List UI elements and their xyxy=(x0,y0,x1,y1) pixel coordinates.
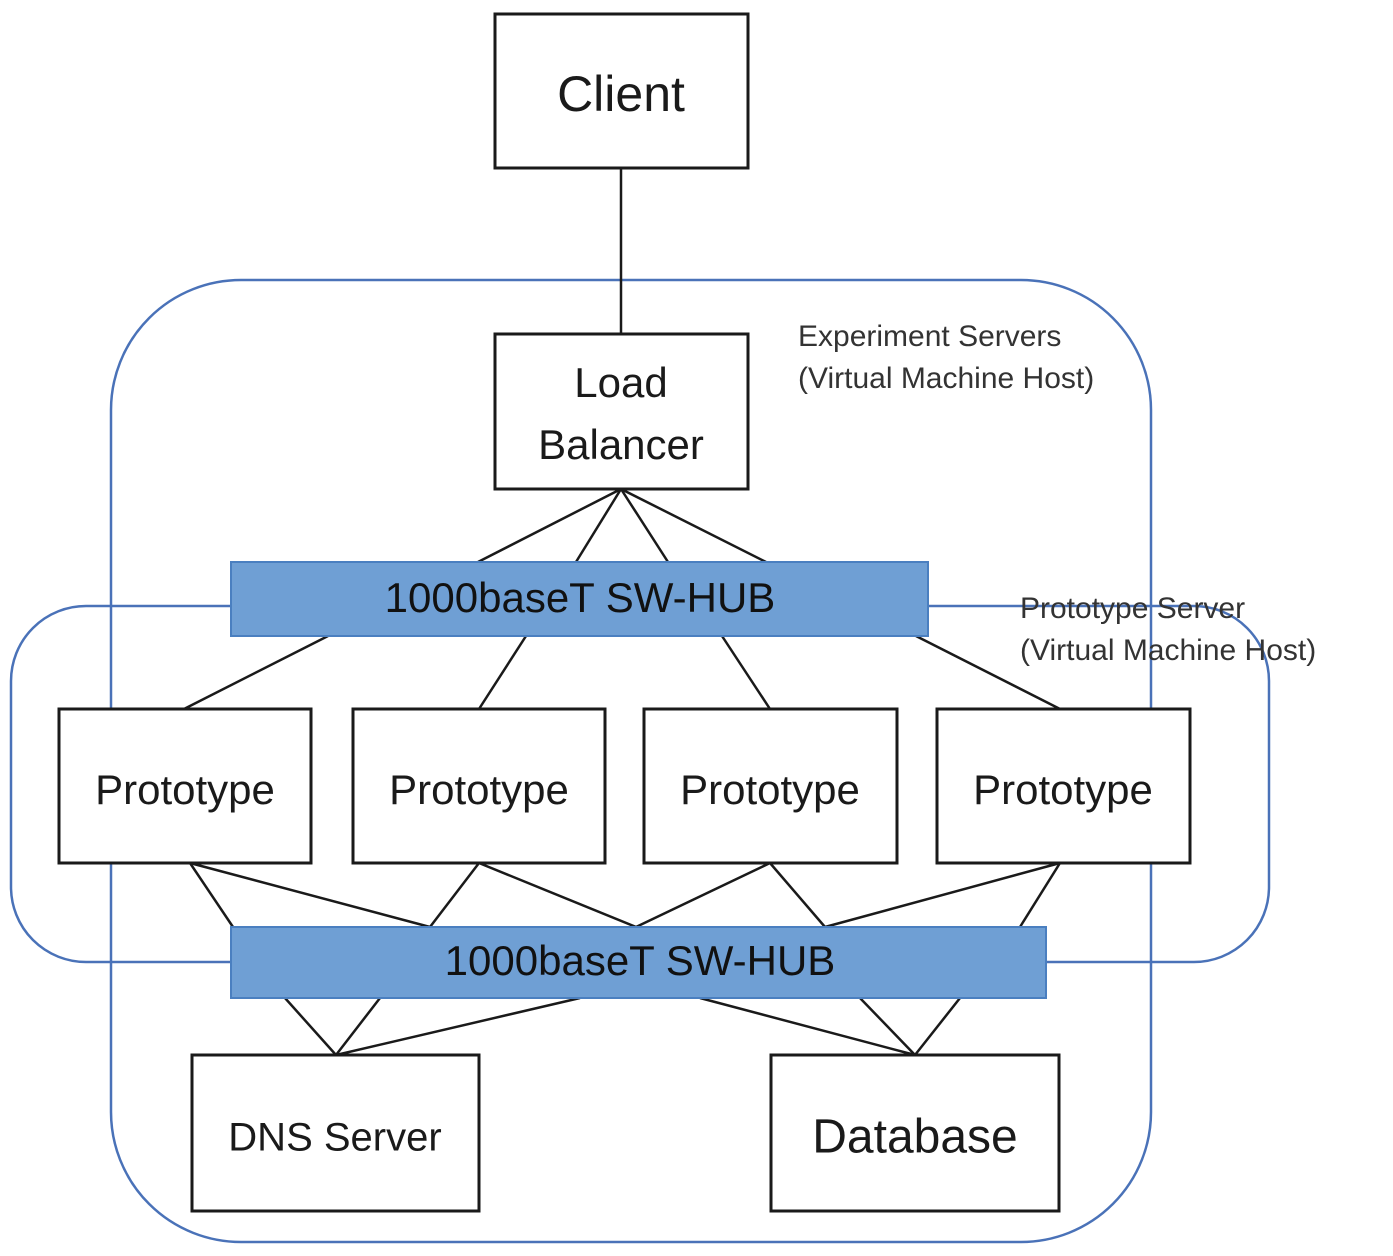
prototype-1-label: Prototype xyxy=(95,766,275,813)
database-node: Database xyxy=(769,1053,1061,1213)
prototype-node-3: Prototype xyxy=(642,707,899,865)
prototype-3-label: Prototype xyxy=(680,766,860,813)
connections xyxy=(183,168,1062,1057)
link-lowerhub-database xyxy=(859,997,916,1056)
link-hub-prototype-4 xyxy=(915,634,1061,711)
lower-sw-hub: 1000baseT SW-HUB xyxy=(230,926,1047,999)
dns-server-node: DNS Server xyxy=(190,1053,481,1213)
link-prototype-lowerhub xyxy=(189,861,431,929)
link-lowerhub-database xyxy=(699,996,916,1057)
link-prototype-lowerhub xyxy=(769,862,826,928)
database-label: Database xyxy=(812,1111,1017,1164)
prototype-node-2: Prototype xyxy=(351,707,607,865)
prototype-node-4: Prototype xyxy=(935,707,1192,865)
link-prototype-lowerhub xyxy=(1018,862,1062,928)
client-node: Client xyxy=(493,12,750,170)
lower-hub-label: 1000baseT SW-HUB xyxy=(445,937,836,984)
link-prototype-lowerhub xyxy=(429,862,480,928)
link-loadbalancer-hub xyxy=(620,487,767,564)
link-lowerhub-dns xyxy=(335,996,581,1057)
upper-hub-label: 1000baseT SW-HUB xyxy=(385,574,776,621)
prototype-4-label: Prototype xyxy=(973,766,1153,813)
link-prototype-lowerhub xyxy=(824,861,1061,929)
prototype-node-1: Prototype xyxy=(57,707,313,865)
load-balancer-node: Load Balancer xyxy=(493,332,750,491)
upper-sw-hub: 1000baseT SW-HUB xyxy=(230,561,929,637)
link-hub-prototype-2 xyxy=(477,635,528,710)
link-prototype-lowerhub xyxy=(635,861,771,929)
link-loadbalancer-hub xyxy=(477,487,622,564)
dns-server-label: DNS Server xyxy=(228,1116,441,1160)
prototype-server-label-line2: (Virtual Machine Host) xyxy=(1020,634,1316,667)
experiment-servers-label-line2: (Virtual Machine Host) xyxy=(798,362,1094,395)
link-lowerhub-dns xyxy=(335,997,381,1056)
link-lowerhub-dns xyxy=(284,997,337,1056)
link-hub-prototype-1 xyxy=(183,634,329,711)
prototype-2-label: Prototype xyxy=(389,766,569,813)
experiment-servers-label-line1: Experiment Servers xyxy=(798,320,1061,353)
link-prototype-lowerhub xyxy=(478,861,637,929)
link-prototype-lowerhub xyxy=(188,862,235,928)
load-balancer-label-line1: Load xyxy=(574,359,667,406)
client-label: Client xyxy=(557,66,685,122)
link-loadbalancer-hub xyxy=(574,488,623,563)
link-lowerhub-database xyxy=(914,997,961,1056)
link-loadbalancer-hub xyxy=(619,488,670,563)
load-balancer-label-line2: Balancer xyxy=(538,421,704,468)
prototype-server-label-line1: Prototype Server xyxy=(1020,592,1245,625)
link-hub-prototype-3 xyxy=(720,635,772,710)
